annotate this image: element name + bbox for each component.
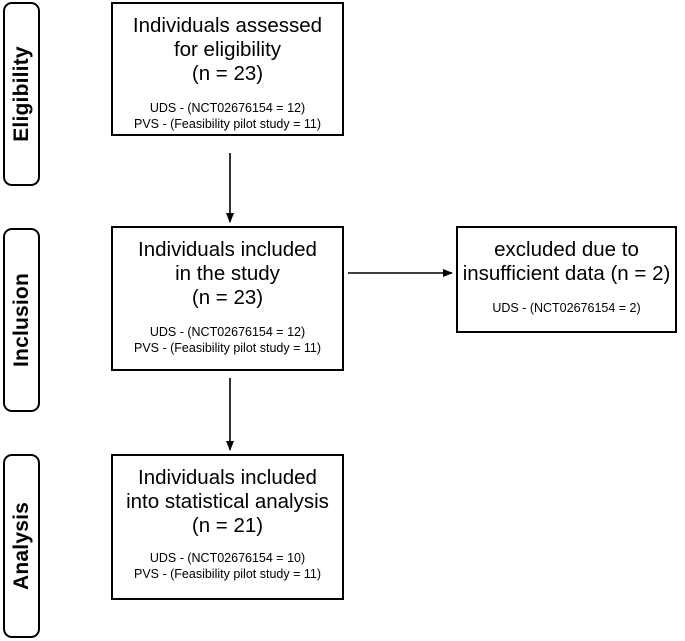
excluded-line-1: excluded due to bbox=[494, 238, 639, 261]
phase-tab-analysis: Analysis bbox=[3, 454, 40, 638]
assessed-line-1: Individuals assessed bbox=[132, 14, 323, 37]
assessed-line-2: for eligibility bbox=[173, 38, 282, 61]
assessed-heading: Individuals assessed for eligibility (n … bbox=[113, 14, 342, 86]
assessed-breakdown: UDS - (NCT02676154 = 12) PVS - (Feasibil… bbox=[113, 100, 342, 132]
phase-tab-eligibility: Eligibility bbox=[3, 2, 40, 186]
excluded-uds: UDS - (NCT02676154 = 2) bbox=[492, 301, 641, 315]
included-heading: Individuals included in the study (n = 2… bbox=[113, 238, 342, 310]
assessed-uds: UDS - (NCT02676154 = 12) bbox=[149, 101, 306, 115]
analysis-pvs: PVS - (Feasibility pilot study = 11) bbox=[134, 567, 321, 581]
included-count: (n = 23) bbox=[191, 286, 264, 309]
analysis-line-1: Individuals included bbox=[138, 466, 317, 489]
included-uds: UDS - (NCT02676154 = 12) bbox=[149, 325, 306, 339]
included-line-2: in the study bbox=[175, 262, 280, 285]
excluded-heading: excluded due to insufficient data (n = 2… bbox=[458, 238, 675, 286]
included-pvs: PVS - (Feasibility pilot study = 11) bbox=[134, 341, 321, 355]
analysis-line-2: into statistical analysis bbox=[126, 490, 329, 513]
phase-tab-inclusion: Inclusion bbox=[3, 228, 40, 412]
analysis-uds: UDS - (NCT02676154 = 10) bbox=[149, 551, 306, 565]
assessed-count: (n = 23) bbox=[191, 62, 264, 85]
box-excluded: excluded due to insufficient data (n = 2… bbox=[456, 226, 677, 333]
box-statistical-analysis: Individuals included into statistical an… bbox=[111, 454, 344, 600]
box-included-in-study: Individuals included in the study (n = 2… bbox=[111, 226, 344, 371]
analysis-count: (n = 21) bbox=[191, 514, 264, 537]
excluded-breakdown: UDS - (NCT02676154 = 2) bbox=[458, 300, 675, 316]
assessed-pvs: PVS - (Feasibility pilot study = 11) bbox=[134, 117, 321, 131]
excluded-line-2: insufficient data (n = 2) bbox=[462, 262, 671, 285]
included-breakdown: UDS - (NCT02676154 = 12) PVS - (Feasibil… bbox=[113, 324, 342, 356]
analysis-breakdown: UDS - (NCT02676154 = 10) PVS - (Feasibil… bbox=[113, 550, 342, 582]
analysis-heading: Individuals included into statistical an… bbox=[113, 466, 342, 538]
included-line-1: Individuals included bbox=[138, 238, 317, 261]
box-assessed-for-eligibility: Individuals assessed for eligibility (n … bbox=[111, 2, 344, 136]
